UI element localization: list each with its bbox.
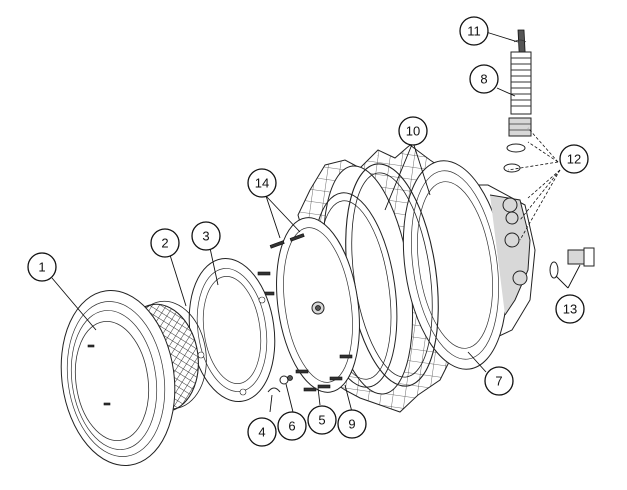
callout-5: 5 xyxy=(307,405,337,435)
callout-2-label: 2 xyxy=(161,236,168,251)
callout-9: 9 xyxy=(337,409,367,439)
callout-12-label: 12 xyxy=(567,152,581,167)
callout-7: 7 xyxy=(484,366,514,396)
front-bezel xyxy=(60,290,176,466)
callout-3-label: 3 xyxy=(202,229,209,244)
callout-11-label: 11 xyxy=(467,24,481,39)
plug-and-oring xyxy=(549,247,595,279)
callout-9-label: 9 xyxy=(348,417,355,432)
callout-2: 2 xyxy=(150,228,180,258)
callout-1: 1 xyxy=(27,252,57,282)
callout-14: 14 xyxy=(247,168,277,198)
callout-10-label: 10 xyxy=(406,124,420,139)
cable-gland xyxy=(503,29,532,173)
leader-lines xyxy=(51,31,581,413)
rear-housing xyxy=(402,160,536,370)
callout-14-label: 14 xyxy=(255,176,269,191)
callout-13: 13 xyxy=(555,294,585,324)
callout-7-label: 7 xyxy=(495,374,502,389)
callout-12: 12 xyxy=(559,144,589,174)
callout-10: 10 xyxy=(398,116,428,146)
callout-8: 8 xyxy=(469,64,499,94)
callout-6-label: 6 xyxy=(288,419,295,434)
mounting-ring xyxy=(257,217,360,393)
callout-5-label: 5 xyxy=(318,413,325,428)
callout-4: 4 xyxy=(247,417,277,447)
callout-4-label: 4 xyxy=(258,425,265,440)
callout-8-label: 8 xyxy=(480,72,487,87)
callout-3: 3 xyxy=(191,221,221,251)
clamp-ring xyxy=(188,257,276,403)
callout-13-label: 13 xyxy=(563,302,577,317)
callout-11: 11 xyxy=(459,16,489,46)
callout-1-label: 1 xyxy=(38,260,45,275)
small-hardware xyxy=(267,375,343,393)
callout-6: 6 xyxy=(277,411,307,441)
